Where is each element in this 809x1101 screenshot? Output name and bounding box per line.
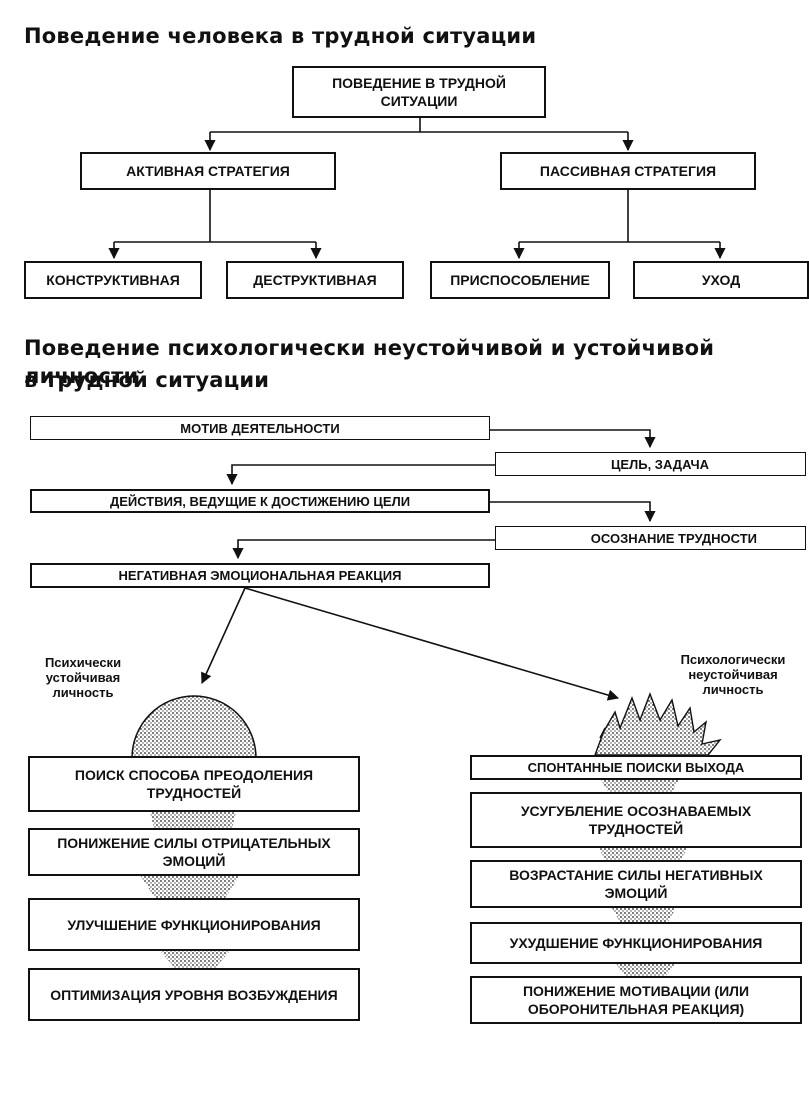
arrow-awareness-reaction [232,539,495,560]
active-strategy-box: АКТИВНАЯ СТРАТЕГИЯ [80,152,336,190]
funnel-right-2 [612,908,676,922]
funnel-left-1 [140,875,240,898]
negative-reaction-box: НЕГАТИВНАЯ ЭМОЦИОНАЛЬНАЯ РЕАКЦИЯ [30,563,490,588]
left-step-3: УЛУЧШЕНИЕ ФУНКЦИОНИРОВАНИЯ [28,898,360,951]
adaptation-box: ПРИСПОСОБЛЕНИЕ [430,261,610,299]
root-box: ПОВЕДЕНИЕ В ТРУДНОЙ СИТУАЦИИ [292,66,546,118]
left-step-1: ПОИСК СПОСОБА ПРЕОДОЛЕНИЯ ТРУДНОСТЕЙ [28,756,360,812]
unstable-star-icon [593,692,722,756]
right-step-2: УСУГУБЛЕНИЕ ОСОЗНАВАЕМЫХ ТРУДНОСТЕЙ [470,792,802,848]
right-step-4: УХУДШЕНИЕ ФУНКЦИОНИРОВАНИЯ [470,922,802,964]
motive-box: МОТИВ ДЕЯТЕЛЬНОСТИ [30,416,490,440]
funnel-left-2 [160,951,230,968]
arrow-goal-actions [226,464,495,486]
section1-title: Поведение человека в трудной ситуации [24,24,537,48]
section2-title-line2: в трудной ситуации [24,368,270,392]
actions-box: ДЕЙСТВИЯ, ВЕДУЩИЕ К ДОСТИЖЕНИЮ ЦЕЛИ [30,489,490,513]
arrow-motive-goal [490,429,656,449]
stable-personality-label: Психически устойчивая личность [44,655,122,700]
destructive-box: ДЕСТРУКТИВНАЯ [226,261,404,299]
funnel-left-0 [150,812,236,828]
passive-strategy-box: ПАССИВНАЯ СТРАТЕГИЯ [500,152,756,190]
section2-title-line1: Поведение психологически неустойчивой и … [24,336,715,388]
unstable-personality-label: Психологически неустойчивая личность [680,652,786,697]
stable-sphere-icon [131,695,257,759]
withdrawal-box: УХОД [633,261,809,299]
constructive-box: КОНСТРУКТИВНАЯ [24,261,202,299]
left-step-4: ОПТИМИЗАЦИЯ УРОВНЯ ВОЗБУЖДЕНИЯ [28,968,360,1021]
awareness-box: ОСОЗНАНИЕ ТРУДНОСТИ [495,526,806,550]
right-step-3: ВОЗРАСТАНИЕ СИЛЫ НЕГАТИВНЫХ ЭМОЦИЙ [470,860,802,908]
right-step-1: СПОНТАННЫЕ ПОИСКИ ВЫХОДА [470,755,802,780]
arrow-actions-awareness [490,501,656,523]
right-step-5: ПОНИЖЕНИЕ МОТИВАЦИИ (ИЛИ ОБОРОНИТЕЛЬНАЯ … [470,976,802,1024]
arrow-to-unstable [244,587,620,701]
funnel-right-3 [615,962,676,976]
arrow-to-stable [201,587,246,685]
funnel-right-1 [598,848,688,860]
goal-box: ЦЕЛЬ, ЗАДАЧА [495,452,806,476]
funnel-right-0 [600,778,680,792]
left-step-2: ПОНИЖЕНИЕ СИЛЫ ОТРИЦАТЕЛЬНЫХ ЭМОЦИЙ [28,828,360,876]
